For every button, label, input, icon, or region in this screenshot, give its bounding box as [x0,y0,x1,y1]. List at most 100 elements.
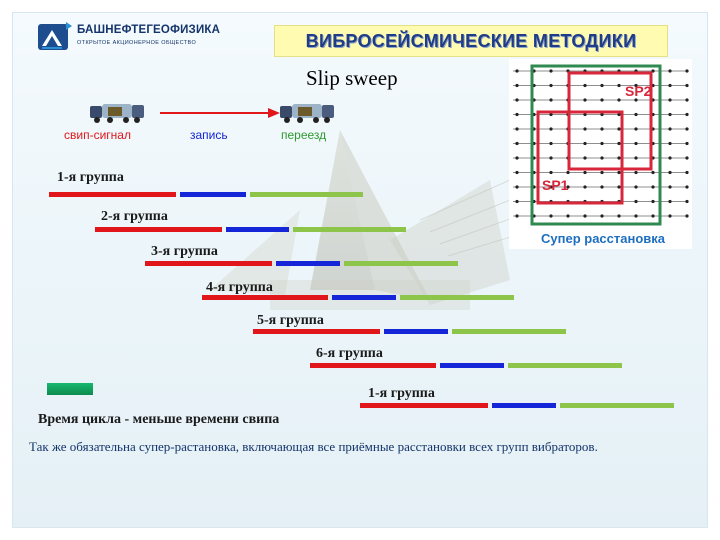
receiver-point [685,83,689,88]
receiver-point [515,112,519,117]
receiver-point [668,199,672,204]
super-spread-caption: Супер расстановка [541,231,666,246]
receiver-point [617,214,621,218]
receiver-point [617,156,621,160]
receiver-point [566,214,570,218]
vibrator-truck-icon [90,104,144,123]
sp1-label: SP1 [542,177,569,193]
group-label: 5-я группа [257,313,324,328]
receiver-point [549,127,553,131]
arrow-right-icon [160,108,280,118]
move-segment [293,227,406,232]
receiver-point [515,170,519,175]
receiver-point [600,141,604,146]
receiver-point [617,98,621,102]
slide-title: ВИБРОСЕЙСМИЧЕСКИЕ МЕТОДИКИ [305,31,637,51]
receiver-point [668,185,672,189]
receiver-point [549,214,553,218]
receiver-point [583,98,587,102]
receiver-point [617,185,621,189]
receiver-point [583,170,587,175]
receiver-point [549,98,553,102]
group-label: 3-я группа [151,244,218,259]
move-segment [344,261,458,266]
move-segment [250,192,363,197]
receiver-point [600,112,604,117]
receiver-point [515,156,519,160]
receiver-point [583,112,587,117]
receiver-point [685,156,689,160]
move-segment [452,329,566,334]
group-label: 4-я группа [206,280,273,295]
receiver-point [583,141,587,146]
receiver-point [515,69,519,73]
receiver-point [651,214,655,218]
group-label: 6-я группа [316,346,383,361]
receiver-point [549,156,553,160]
receiver-point [515,199,519,204]
receiver-point [668,170,672,175]
receiver-point [549,185,553,189]
receiver-point [685,98,689,102]
receiver-point [617,127,621,131]
record-segment [332,295,396,300]
sp2-frame [567,71,653,171]
record-segment [492,403,556,408]
receiver-point [600,127,604,131]
receiver-point [634,83,638,88]
record-segment [180,192,246,197]
receiver-point [583,127,587,131]
receiver-point [600,214,604,218]
sweep-segment [253,329,380,334]
receiver-point [634,98,638,102]
cycle-note: Время цикла - меньше времени свипа [38,412,280,427]
receiver-point [515,83,519,88]
receiver-grid [513,64,689,226]
receiver-point [651,199,655,204]
legend-sweep: свип-сигнал [64,128,131,142]
receiver-point [617,170,621,175]
receiver-point [583,156,587,160]
receiver-point [668,69,672,73]
receiver-point [583,185,587,189]
receiver-point [685,69,689,73]
company-subtitle: ОТКРЫТОЕ АКЦИОНЕРНОЕ ОБЩЕСТВО [77,40,197,46]
description-text: Так же обязательна супер-растановка, вкл… [29,439,598,454]
receiver-point [600,83,604,88]
record-segment [276,261,340,266]
receiver-point [634,127,638,131]
move-segment [560,403,674,408]
vibrator-truck-icon [280,104,334,123]
sweep-segment [49,192,176,197]
receiver-point [634,214,638,218]
receiver-point [668,83,672,88]
receiver-point [549,69,553,73]
receiver-point [566,185,570,189]
group-label: 1-я группа [57,170,124,185]
receiver-point [549,83,553,88]
super-spread-frame [530,64,662,226]
receiver-point [617,83,621,88]
receiver-point [634,112,638,117]
receiver-point [685,127,689,131]
record-segment [440,363,504,368]
receiver-point [600,156,604,160]
legend-record: запись [190,128,228,142]
receiver-point [617,141,621,146]
group-label: 2-я группа [101,209,168,224]
receiver-point [651,170,655,175]
receiver-point [549,170,553,175]
receiver-point [515,141,519,146]
sweep-segment [360,403,488,408]
title-banner: ВИБРОСЕЙСМИЧЕСКИЕ МЕТОДИКИ [274,25,668,57]
receiver-point [515,185,519,189]
receiver-point [668,214,672,218]
receiver-point [549,141,553,146]
method-title: Slip sweep [306,66,398,90]
receiver-point [583,83,587,88]
receiver-point [566,170,570,175]
receiver-point [634,156,638,160]
receiver-point [634,185,638,189]
group-label: 1-я группа [368,386,435,401]
